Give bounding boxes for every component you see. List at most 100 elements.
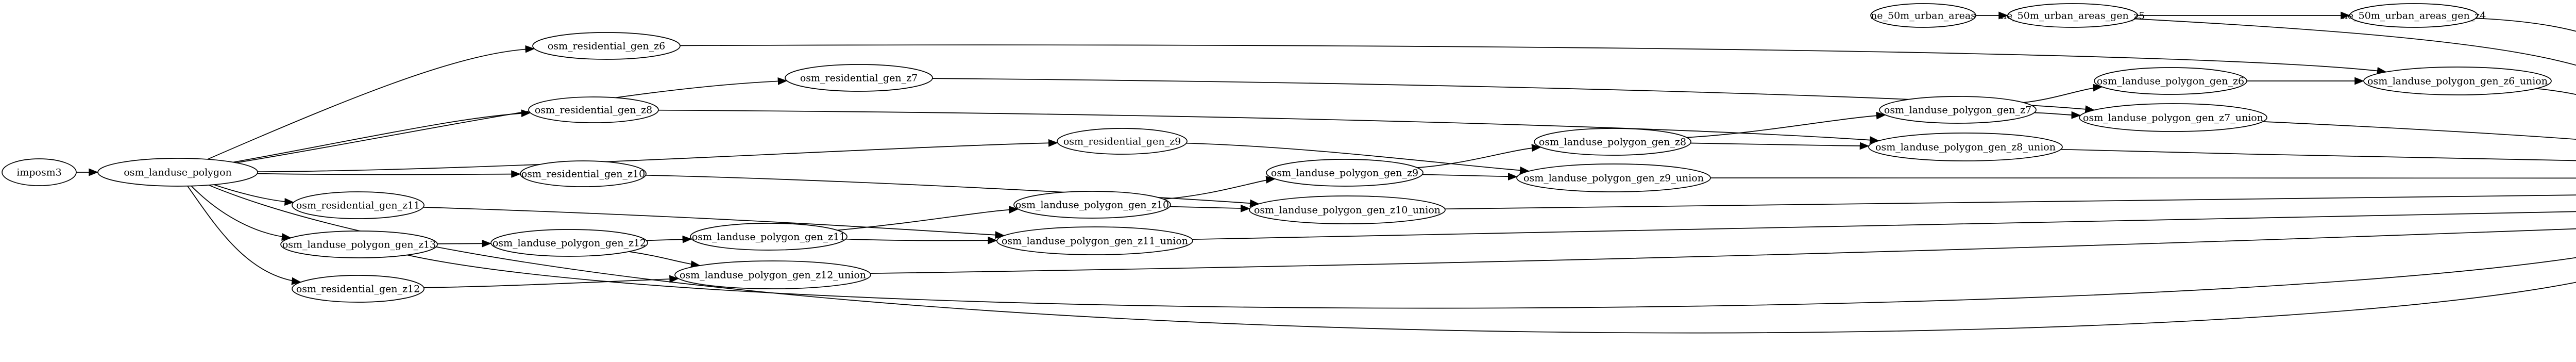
- node-ellipse: [280, 231, 438, 258]
- node-ne_50m_urban_areas_gen_z5: ne_50m_urban_areas_gen_z5: [2001, 3, 2145, 28]
- edge-osm_landuse_polygon_gen_z11-to-osm_landuse_polygon_gen_z10: [837, 206, 1019, 231]
- node-label: imposm3: [16, 167, 62, 178]
- edge-osm_landuse_polygon_gen_z11-to-osm_landuse_polygon_gen_z11_union: [845, 236, 998, 244]
- node-osm_landuse_polygon_gen_z9_union: osm_landuse_polygon_gen_z9_union: [1516, 163, 1711, 192]
- node-ellipse: [1879, 96, 2037, 124]
- node-label: osm_landuse_polygon_gen_z6: [2097, 76, 2244, 87]
- edge-osm_landuse_polygon_gen_z10_union-to-layer_landuse-z10: [1445, 194, 2576, 210]
- edge-osm_landuse_polygon-to-osm_residential_gen_z6: [207, 45, 535, 160]
- node-osm_landuse_polygon_gen_z9: osm_landuse_polygon_gen_z9: [1266, 159, 1423, 187]
- edge-osm_landuse_polygon-to-osm_residential_gen_z8: [233, 109, 531, 163]
- node-ellipse: [1249, 195, 1446, 224]
- node-osm_landuse_polygon_gen_z10_union: osm_landuse_polygon_gen_z10_union: [1249, 195, 1446, 224]
- node-osm_landuse_polygon_gen_z8_union: osm_landuse_polygon_gen_z8_union: [1868, 133, 2063, 161]
- node-label: osm_residential_gen_z8: [535, 105, 652, 116]
- node-label: osm_landuse_polygon_gen_z10: [1015, 200, 1169, 211]
- node-osm_landuse_polygon_gen_z6: osm_landuse_polygon_gen_z6: [2094, 67, 2247, 95]
- node-ellipse: [1057, 128, 1188, 155]
- node-osm_landuse_polygon_gen_z11: osm_landuse_polygon_gen_z11: [690, 223, 848, 251]
- edge-osm_landuse_polygon_gen_z7-to-osm_landuse_polygon_gen_z6: [2023, 84, 2103, 103]
- node-ellipse: [1266, 159, 1423, 187]
- node-osm_landuse_polygon_gen_z11_union: osm_landuse_polygon_gen_z11_union: [996, 226, 1193, 255]
- node-osm_residential_gen_z10: osm_residential_gen_z10: [520, 160, 647, 187]
- node-osm_landuse_polygon_gen_z7: osm_landuse_polygon_gen_z7: [1879, 96, 2037, 124]
- edge-osm_residential_gen_z10-to-osm_landuse_polygon_gen_z10_union: [646, 174, 1260, 207]
- edge-osm_landuse_polygon_gen_z8-to-osm_landuse_polygon_gen_z7: [1686, 111, 1886, 138]
- node-osm_landuse_polygon_gen_z12: osm_landuse_polygon_gen_z12: [490, 229, 648, 257]
- edge-osm_landuse_polygon_gen_z6_union-to-layer_landuse-z6: [2536, 88, 2576, 95]
- node-ne_50m_urban_areas: ne_50m_urban_areas: [1870, 3, 1976, 28]
- node-ellipse: [1870, 3, 1976, 28]
- node-label: osm_landuse_polygon_gen_z10_union: [1254, 205, 1440, 216]
- node-ellipse: [2007, 3, 2138, 28]
- node-label: osm_landuse_polygon_gen_z11: [692, 232, 845, 243]
- edge-osm_landuse_polygon_gen_z12-to-osm_landuse_polygon_gen_z12_union: [629, 251, 701, 269]
- node-label: osm_landuse_polygon_gen_z12_union: [680, 270, 866, 281]
- node-osm_landuse_polygon_gen_z13: osm_landuse_polygon_gen_z13: [280, 231, 438, 258]
- node-label: osm_landuse_polygon_gen_z9_union: [1523, 173, 1704, 184]
- edge-osm_landuse_polygon_gen_z7-to-osm_landuse_polygon_gen_z7_union: [2034, 111, 2081, 119]
- edge-osm_landuse_polygon_gen_z8-to-osm_landuse_polygon_gen_z8_union: [1690, 142, 1870, 150]
- node-ellipse: [532, 32, 681, 60]
- node-ellipse: [1013, 191, 1171, 219]
- node-ellipse: [2079, 103, 2267, 132]
- edge-ne_50m_urban_areas_gen_z5-to-layer_landuse-z5: [2134, 18, 2576, 66]
- node-osm_residential_gen_z12: osm_residential_gen_z12: [292, 275, 425, 303]
- node-ellipse: [528, 96, 659, 123]
- node-ellipse: [2094, 67, 2247, 95]
- node-label: osm_landuse_polygon_gen_z8_union: [1875, 142, 2056, 153]
- edge-osm_landuse_polygon-to-osm_residential_gen_z12: [187, 186, 301, 285]
- node-label: osm_landuse_polygon_gen_z7_union: [2083, 112, 2263, 124]
- node-label: osm_landuse_polygon_gen_z7: [1884, 105, 2031, 116]
- edge-osm_landuse_polygon_gen_z13-to-layer_landuse-z13: [407, 254, 2576, 309]
- node-label: osm_landuse_polygon_gen_z6_union: [2367, 76, 2548, 87]
- node-osm_residential_gen_z9: osm_residential_gen_z9: [1057, 128, 1188, 155]
- node-label: osm_residential_gen_z11: [296, 200, 420, 211]
- edge-osm_residential_gen_z11-to-osm_landuse_polygon_gen_z11_union: [423, 207, 1005, 239]
- node-osm_landuse_polygon_gen_z10: osm_landuse_polygon_gen_z10: [1013, 191, 1171, 219]
- node-label: ne_50m_urban_areas_gen_z4: [2342, 10, 2486, 22]
- edge-osm_landuse_polygon_gen_z9-to-osm_landuse_polygon_gen_z9_union: [1422, 172, 1518, 180]
- node-label: osm_landuse_polygon_gen_z9: [1271, 168, 1418, 179]
- node-label: osm_landuse_polygon: [124, 167, 232, 178]
- edge-osm_residential_gen_z8-to-osm_landuse_polygon_gen_z8_union: [658, 109, 1879, 144]
- edge-ne_50m_urban_areas_gen_z4-to-layer_landuse-z4: [2476, 18, 2576, 32]
- edge-osm_landuse_polygon-to-osm_residential_gen_z11: [213, 184, 295, 206]
- node-ellipse: [785, 64, 933, 92]
- node-ellipse: [292, 191, 425, 219]
- node-osm_landuse_polygon: osm_landuse_polygon: [97, 158, 258, 187]
- edge-osm_landuse_polygon-to-osm_residential_gen_z9: [257, 139, 1058, 172]
- edges-layer: [76, 11, 2576, 334]
- node-label: osm_landuse_polygon_gen_z11_union: [1002, 236, 1188, 247]
- node-ellipse: [2363, 67, 2552, 95]
- node-ellipse: [674, 260, 871, 289]
- node-osm_residential_gen_z6: osm_residential_gen_z6: [532, 32, 681, 60]
- edge-osm_residential_gen_z12-to-osm_landuse_polygon_gen_z12_union: [423, 275, 680, 288]
- edge-osm_landuse_polygon-to-osm_residential_gen_z10: [257, 170, 521, 178]
- node-osm_landuse_polygon_gen_z7_union: osm_landuse_polygon_gen_z7_union: [2079, 103, 2267, 132]
- node-label: ne_50m_urban_areas: [1871, 10, 1976, 22]
- edge-osm_residential_gen_z6-to-osm_landuse_polygon_gen_z6_union: [680, 44, 2387, 75]
- node-label: osm_residential_gen_z9: [1063, 136, 1181, 147]
- node-ellipse: [520, 160, 647, 187]
- node-label: osm_landuse_polygon_gen_z13: [282, 239, 436, 251]
- node-imposm3: imposm3: [2, 158, 77, 186]
- node-ellipse: [1534, 128, 1691, 156]
- node-ellipse: [97, 158, 258, 187]
- node-label: osm_residential_gen_z12: [296, 284, 420, 295]
- node-ellipse: [1516, 163, 1711, 192]
- node-ellipse: [2, 158, 77, 186]
- edge-osm_landuse_polygon-to-layer_landuse-z14+: [208, 185, 2576, 334]
- node-osm_residential_gen_z11: osm_residential_gen_z11: [292, 191, 425, 219]
- edge-osm_landuse_polygon_gen_z10-to-osm_landuse_polygon_gen_z9: [1163, 176, 1276, 200]
- edge-osm_landuse_polygon_gen_z7_union-to-layer_landuse-z7: [2262, 121, 2576, 140]
- node-label: osm_residential_gen_z6: [548, 41, 665, 52]
- node-ellipse: [690, 223, 848, 251]
- node-ellipse: [292, 275, 425, 303]
- node-label: osm_residential_gen_z10: [521, 169, 645, 180]
- edge-osm_landuse_polygon_gen_z13-to-osm_landuse_polygon_gen_z12: [437, 239, 492, 248]
- edge-osm_landuse_polygon-to-osm_landuse_polygon_gen_z13: [191, 186, 292, 241]
- node-label: osm_residential_gen_z7: [800, 73, 918, 84]
- node-ne_50m_urban_areas_gen_z4: ne_50m_urban_areas_gen_z4: [2342, 3, 2486, 28]
